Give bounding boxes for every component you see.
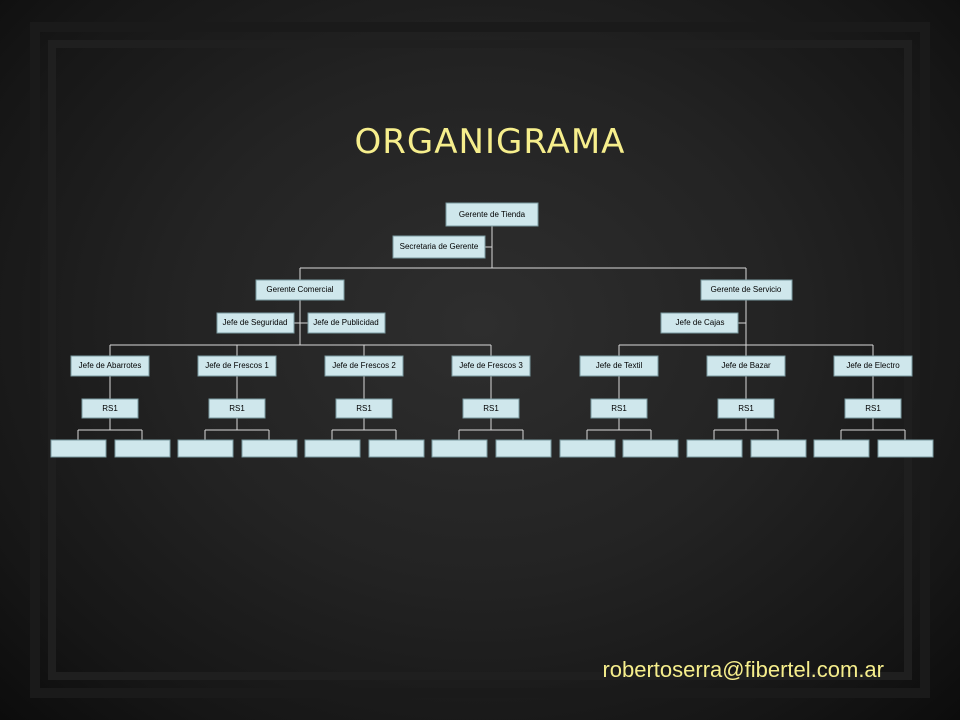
- leaf-box: [368, 439, 425, 458]
- node-jefe-de-frescos-1: Jefe de Frescos 1: [197, 355, 277, 377]
- leaf-box: [431, 439, 488, 458]
- slide-title: ORGANIGRAMA: [354, 122, 626, 162]
- node-jefe-de-frescos-3: Jefe de Frescos 3: [451, 355, 531, 377]
- node-rs1-frescos-3: RS1: [462, 398, 520, 419]
- leaf-boxes: [50, 439, 934, 458]
- node-label: Secretaria de Gerente: [400, 242, 479, 251]
- node-label: Jefe de Frescos 3: [459, 361, 523, 370]
- node-jefe-de-bazar: Jefe de Bazar: [706, 355, 786, 377]
- leaf-box: [750, 439, 807, 458]
- node-label: RS1: [356, 404, 372, 413]
- org-chart-connectors: [77, 226, 906, 440]
- node-label: RS1: [865, 404, 881, 413]
- author-email: robertoserra@fibertel.com.ar: [602, 657, 884, 682]
- node-rs1-abarrotes: RS1: [81, 398, 139, 419]
- node-label: Gerente Comercial: [266, 285, 333, 294]
- node-label: Jefe de Publicidad: [313, 318, 378, 327]
- node-label: Jefe de Frescos 1: [205, 361, 269, 370]
- node-jefe-de-publicidad: Jefe de Publicidad: [307, 312, 386, 334]
- slide-frame-outer: [30, 22, 930, 698]
- leaf-box: [241, 439, 298, 458]
- node-label: Gerente de Servicio: [711, 285, 782, 294]
- node-label: RS1: [483, 404, 499, 413]
- node-label: RS1: [611, 404, 627, 413]
- node-secretaria-de-gerente: Secretaria de Gerente: [392, 235, 486, 259]
- leaf-box: [177, 439, 234, 458]
- node-rs1-frescos-2: RS1: [335, 398, 393, 419]
- leaf-box: [622, 439, 679, 458]
- leaf-box: [114, 439, 171, 458]
- node-gerente-de-tienda: Gerente de Tienda: [445, 202, 539, 227]
- node-label: Jefe de Seguridad: [223, 318, 288, 327]
- node-jefe-de-cajas: Jefe de Cajas: [660, 312, 739, 334]
- node-rs1-frescos-1: RS1: [208, 398, 266, 419]
- leaf-box: [686, 439, 743, 458]
- node-label: Jefe de Electro: [846, 361, 900, 370]
- leaf-box: [559, 439, 616, 458]
- node-jefe-de-frescos-2: Jefe de Frescos 2: [324, 355, 404, 377]
- node-rs1-bazar: RS1: [717, 398, 775, 419]
- node-label: Jefe de Bazar: [721, 361, 771, 370]
- leaf-box: [813, 439, 870, 458]
- node-gerente-de-servicio: Gerente de Servicio: [700, 279, 793, 301]
- node-label: RS1: [229, 404, 245, 413]
- node-label: RS1: [102, 404, 118, 413]
- node-jefe-de-electro: Jefe de Electro: [833, 355, 913, 377]
- node-jefe-de-abarrotes: Jefe de Abarrotes: [70, 355, 150, 377]
- leaf-box: [877, 439, 934, 458]
- node-label: Gerente de Tienda: [459, 210, 526, 219]
- node-label: Jefe de Frescos 2: [332, 361, 396, 370]
- node-jefe-de-textil: Jefe de Textil: [579, 355, 659, 377]
- node-jefe-de-seguridad: Jefe de Seguridad: [216, 312, 295, 334]
- node-label: Jefe de Abarrotes: [79, 361, 142, 370]
- node-rs1-textil: RS1: [590, 398, 648, 419]
- node-gerente-comercial: Gerente Comercial: [255, 279, 345, 301]
- leaf-box: [304, 439, 361, 458]
- node-label: RS1: [738, 404, 754, 413]
- leaf-box: [50, 439, 107, 458]
- leaf-box: [495, 439, 552, 458]
- node-label: Jefe de Cajas: [676, 318, 725, 327]
- node-rs1-electro: RS1: [844, 398, 902, 419]
- node-label: Jefe de Textil: [596, 361, 643, 370]
